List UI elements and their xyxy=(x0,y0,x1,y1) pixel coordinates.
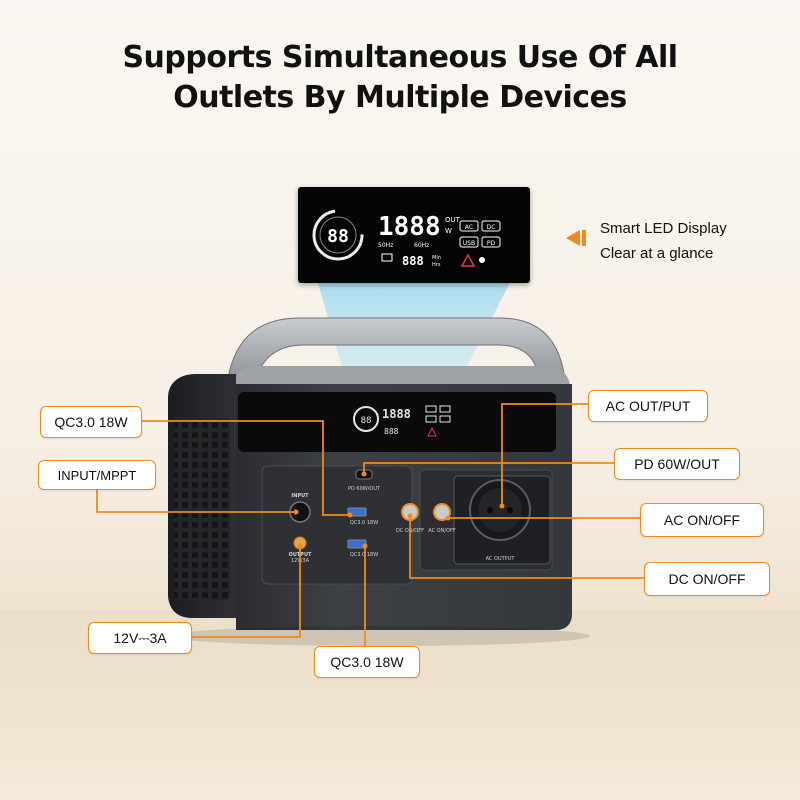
badge-ac: AC xyxy=(465,224,473,231)
display-hz2: 60Hz xyxy=(414,242,429,249)
label-pd: PD 60W/OUT xyxy=(614,448,740,480)
bulb-icon xyxy=(479,257,485,263)
svg-text:88: 88 xyxy=(361,416,372,426)
panel-ac-text: AC ON/OFF xyxy=(428,528,456,534)
panel-qc2-text: QC3.0 18W xyxy=(350,552,378,558)
svg-text:1888: 1888 xyxy=(382,407,411,421)
label-ac-output: AC OUT/PUT xyxy=(588,390,708,422)
leader-dc-switch xyxy=(409,516,644,579)
display-callout-line2: Clear at a glance xyxy=(600,245,714,262)
warning-icon xyxy=(460,253,476,267)
display-hz1: 50Hz xyxy=(378,242,393,249)
pointer-arrow-icon xyxy=(566,230,580,246)
display-callout-line1: Smart LED Display xyxy=(600,220,727,237)
display-hrs: Hrs xyxy=(432,262,441,268)
label-ac-switch: AC ON/OFF xyxy=(640,503,764,537)
leader-ac-output xyxy=(501,403,588,506)
svg-text:888: 888 xyxy=(384,427,399,436)
led-display-panel: 88 1888 OUT W 50Hz 60Hz 888 Min Hrs AC D… xyxy=(298,187,530,283)
title-line-1: Supports Simultaneous Use Of All xyxy=(122,40,678,75)
page-title: Supports Simultaneous Use Of All Outlets… xyxy=(0,38,800,118)
pointer-arrow-bar xyxy=(582,230,586,246)
display-min: Min xyxy=(432,255,441,261)
leader-12v xyxy=(190,546,301,638)
led-display-graphic: 88 1888 OUT W 50Hz 60Hz 888 Min Hrs AC D… xyxy=(312,209,501,268)
panel-pd-text: PD 60W/OUT xyxy=(348,486,381,492)
display-main-value: 1888 xyxy=(378,212,441,242)
display-small-value: 888 xyxy=(402,254,424,268)
label-12v: 12V⎓3A xyxy=(88,622,192,654)
label-dc-switch: DC ON/OFF xyxy=(644,562,770,596)
display-unit-out: OUT xyxy=(445,216,461,224)
leader-qc-top xyxy=(140,420,350,516)
label-input-mppt: INPUT/MPPT xyxy=(38,460,156,490)
label-qc-bottom: QC3.0 18W xyxy=(314,646,420,678)
badge-usb: USB xyxy=(463,240,475,247)
panel-input-text: INPUT xyxy=(291,493,309,499)
panel-ac-output-text: AC OUTPUT xyxy=(486,556,516,562)
leader-pd xyxy=(363,462,614,474)
label-qc-top: QC3.0 18W xyxy=(40,406,142,438)
badge-dc: DC xyxy=(487,224,496,231)
title-line-2: Outlets By Multiple Devices xyxy=(173,80,627,115)
badge-pd: PD xyxy=(487,240,496,247)
display-callout: Smart LED Display Clear at a glance xyxy=(600,216,727,266)
panel-qc1-text: QC3.0 18W xyxy=(350,520,378,526)
display-unit-w: W xyxy=(445,227,452,235)
display-ring-value: 88 xyxy=(327,226,349,247)
